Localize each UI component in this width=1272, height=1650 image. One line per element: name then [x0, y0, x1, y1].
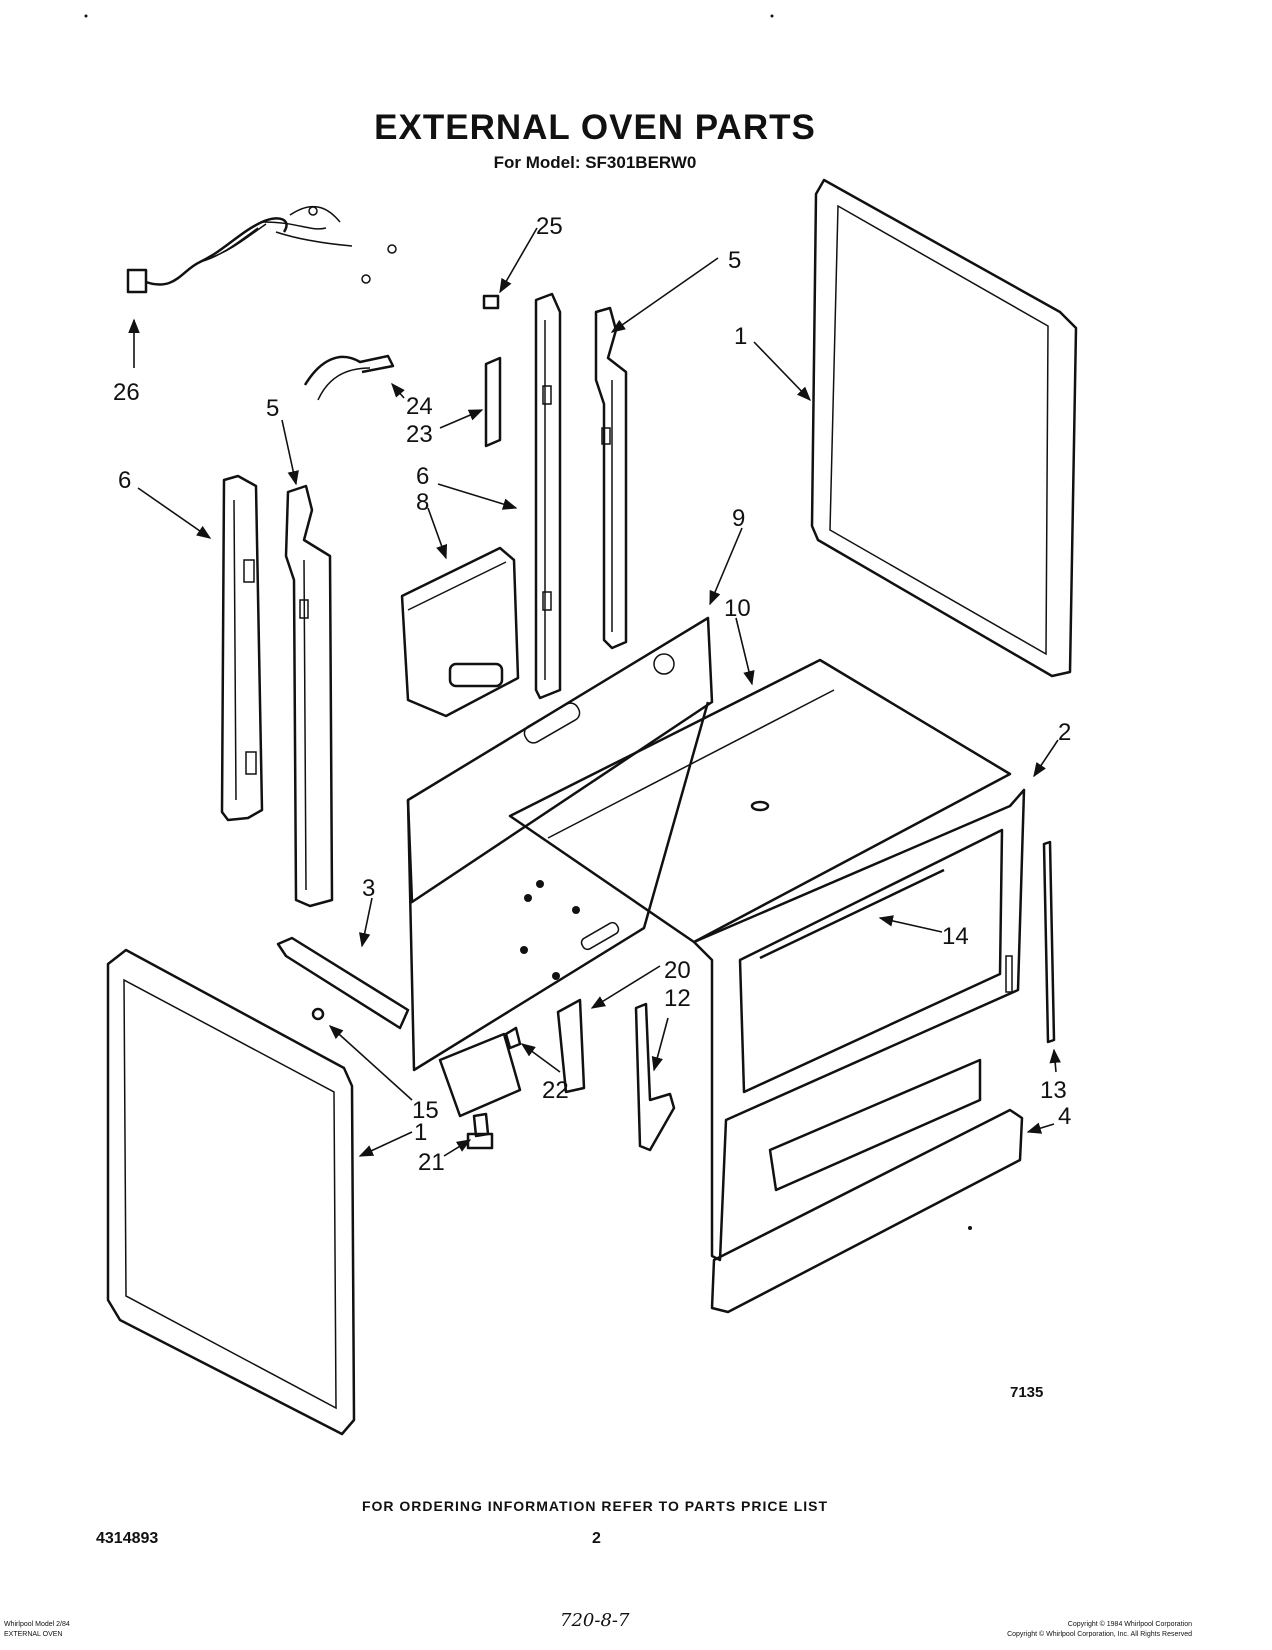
figure-code: 7135	[1010, 1384, 1044, 1401]
callout-5-right: 5	[728, 247, 741, 274]
trim-strip-part	[1042, 840, 1056, 1044]
callout-labels: 26 25 5 1 24 23 5 6 6 8 9 10 2 3 14 20 1…	[113, 213, 1071, 1176]
callout-1-left: 1	[414, 1119, 427, 1146]
oven-side-wall	[406, 701, 710, 1072]
page-title: EXTERNAL OVEN PARTS	[374, 108, 816, 147]
callout-24: 24	[406, 393, 433, 420]
side-panel-right-part	[810, 178, 1078, 678]
power-cord-part	[126, 205, 397, 294]
side-panel-left-part	[106, 948, 356, 1436]
page-number: 2	[592, 1530, 601, 1547]
bottom-rail-part	[438, 1032, 522, 1118]
bracket-part	[484, 356, 502, 448]
callout-1-right: 1	[734, 323, 747, 350]
copyright-line-1: Copyright © 1984 Whirlpool Corporation	[1067, 1621, 1192, 1628]
callout-10: 10	[724, 595, 751, 622]
front-frame-part	[692, 788, 1026, 1262]
callout-leader-lines	[128, 227, 1061, 1157]
fine-print-left-1: Whirlpool Model 2/84	[4, 1621, 70, 1628]
rear-side-panel-right	[534, 292, 562, 700]
callout-3: 3	[362, 875, 375, 902]
callout-23: 23	[406, 421, 433, 448]
callout-2: 2	[1058, 719, 1071, 746]
kick-panel-part	[710, 1108, 1024, 1314]
handwritten-note: 720-8-7	[560, 1610, 630, 1631]
hinge-part	[634, 1002, 676, 1152]
clip-part	[504, 1026, 522, 1050]
callout-9: 9	[732, 505, 745, 532]
hinge-bracket-part	[556, 998, 586, 1094]
vent-duct-part	[400, 546, 520, 718]
model-subtitle: For Model: SF301BERW0	[493, 153, 697, 172]
leveling-leg-part	[466, 1112, 494, 1150]
callout-21: 21	[418, 1149, 445, 1176]
callout-5-left: 5	[266, 395, 279, 422]
spacer-part	[482, 294, 500, 310]
callout-13: 13	[1040, 1077, 1067, 1104]
callout-25: 25	[536, 213, 563, 240]
side-trim-left	[284, 484, 334, 908]
wire-harness-part	[303, 354, 395, 386]
bottom-brace-part	[276, 936, 410, 1030]
ordering-note: FOR ORDERING INFORMATION REFER TO PARTS …	[361, 1498, 829, 1514]
callout-22: 22	[542, 1077, 569, 1104]
callout-12: 12	[664, 985, 691, 1012]
callout-26: 26	[113, 379, 140, 406]
copyright-line-2: Copyright © Whirlpool Corporation, Inc. …	[1007, 1631, 1192, 1638]
callout-15: 15	[412, 1097, 439, 1124]
rear-side-panel-left	[220, 474, 264, 822]
callout-14: 14	[942, 923, 969, 950]
callout-8: 8	[416, 489, 429, 516]
document-number: 4314893	[96, 1530, 159, 1547]
callout-20: 20	[664, 957, 691, 984]
callout-4: 4	[1058, 1103, 1071, 1130]
fine-print-left-2: EXTERNAL OVEN	[4, 1631, 63, 1638]
screw-part	[311, 1007, 325, 1021]
side-trim-right	[594, 306, 628, 650]
callout-6-center: 6	[416, 463, 429, 490]
oven-top-part	[508, 658, 1012, 944]
callout-6-left: 6	[118, 467, 131, 494]
